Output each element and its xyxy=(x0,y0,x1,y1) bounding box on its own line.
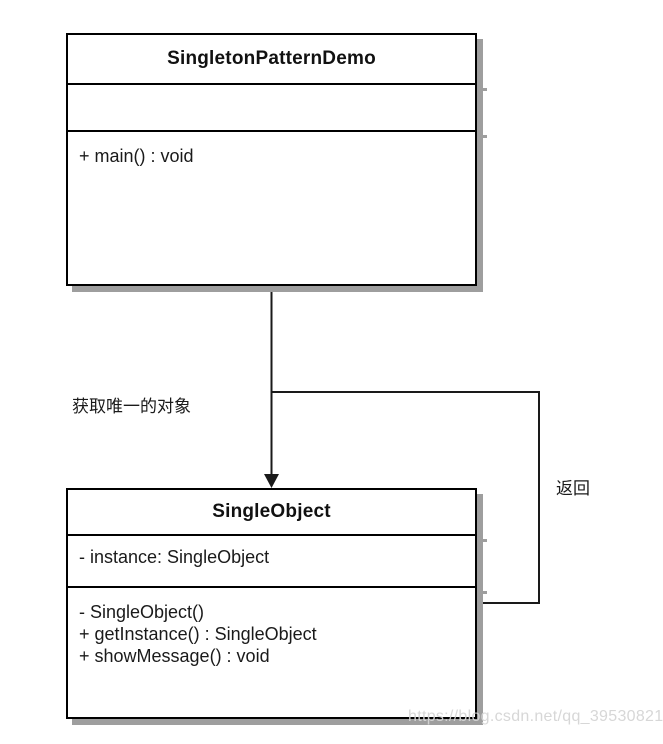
edge-label-acquire: 获取唯一的对象 xyxy=(72,397,191,416)
watermark-text: https://blog.csdn.net/qq_39530821 xyxy=(408,708,663,725)
class-methods: - SingleObject() + getInstance() : Singl… xyxy=(68,586,475,717)
divider-shadow-tick xyxy=(481,135,487,138)
class-box-singleobject: SingleObject - instance: SingleObject - … xyxy=(66,488,477,719)
class-title: SingletonPatternDemo xyxy=(68,35,475,83)
method-item: - SingleObject() xyxy=(79,602,205,622)
class-title: SingleObject xyxy=(68,490,475,534)
edge-label-return: 返回 xyxy=(556,479,590,498)
class-attributes: - instance: SingleObject xyxy=(68,534,475,586)
method-item: + showMessage() : void xyxy=(79,646,270,666)
arrowhead-down-icon xyxy=(264,474,279,488)
method-item: + getInstance() : SingleObject xyxy=(79,624,317,644)
divider-shadow-tick xyxy=(481,539,487,542)
divider-shadow-tick xyxy=(481,591,487,594)
class-methods: + main() : void xyxy=(68,130,475,284)
divider-shadow-tick xyxy=(481,88,487,91)
class-attributes-empty xyxy=(68,83,475,130)
attribute-item: - instance: SingleObject xyxy=(79,547,270,567)
class-box-singletonpatterndemo: SingletonPatternDemo + main() : void xyxy=(66,33,477,286)
method-item: + main() : void xyxy=(79,146,194,166)
